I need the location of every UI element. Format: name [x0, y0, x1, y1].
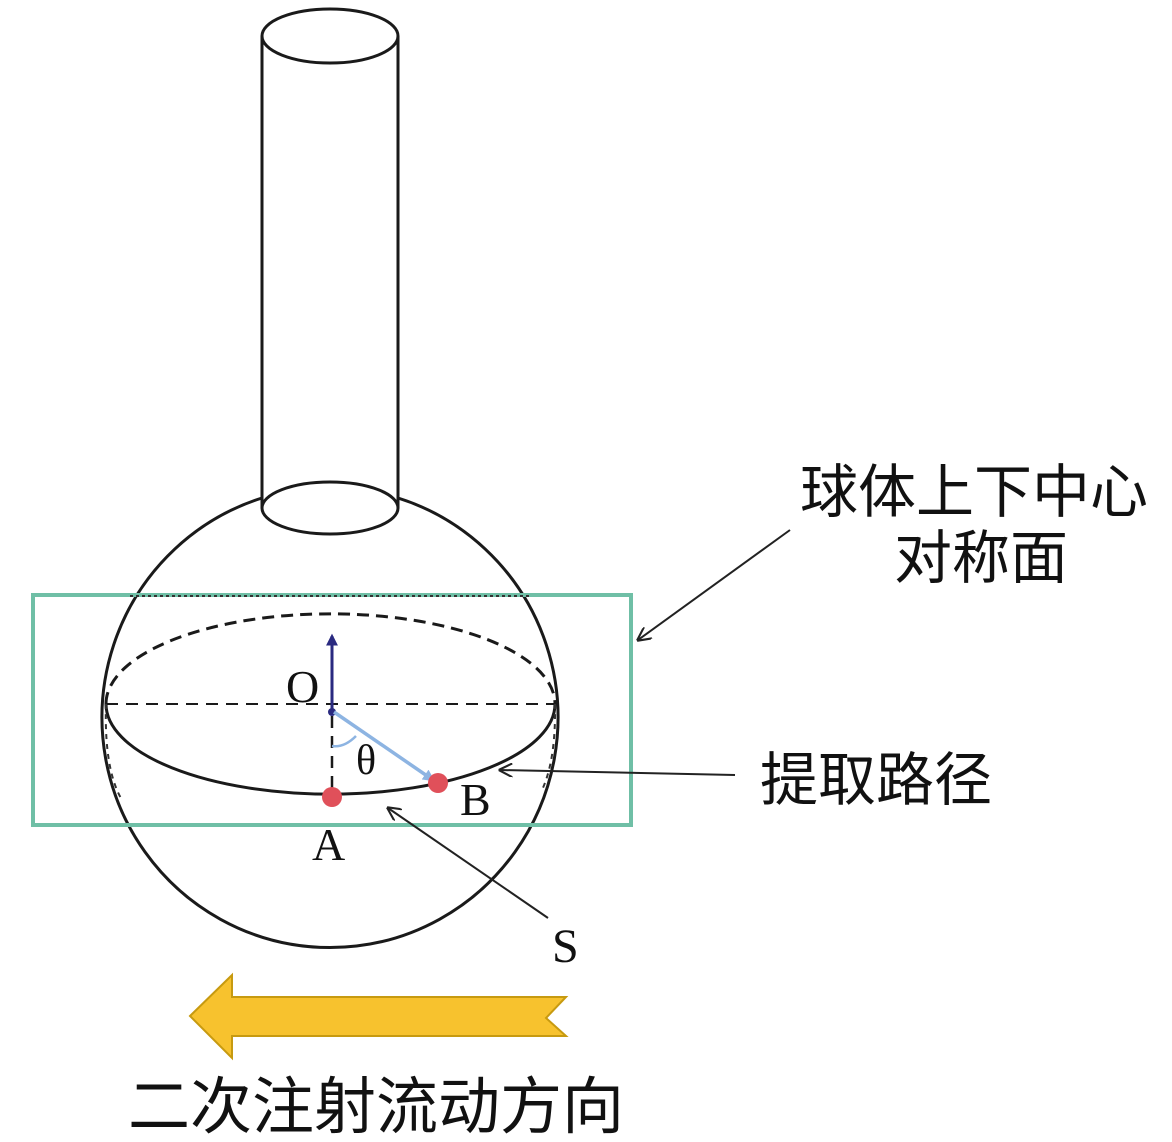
symmetry-plane — [31, 593, 633, 827]
sphere-lower-right-dashed — [541, 703, 557, 791]
leader-s — [388, 808, 549, 919]
label-theta: θ — [356, 738, 376, 784]
label-flow-direction: 二次注射流动方向 — [128, 1070, 624, 1142]
angle-arc — [331, 735, 357, 748]
label-a: A — [312, 819, 345, 870]
left-arrow-outline — [188, 972, 569, 1061]
label-path: 提取路径 — [760, 746, 992, 814]
cylinder-rod — [260, 7, 400, 536]
leader-plane — [638, 529, 791, 640]
label-plane-line1: 球体上下中心 — [800, 458, 1148, 526]
point-marker-a — [322, 787, 342, 807]
sphere — [100, 496, 560, 950]
label-o: O — [286, 661, 319, 712]
label-plane-line2: 对称面 — [894, 524, 1068, 592]
vector-ob — [333, 710, 435, 782]
left-arrow-icon — [190, 975, 566, 1058]
sphere-lower-left-dashed — [104, 703, 123, 801]
label-s: S — [552, 920, 579, 973]
label-b: B — [460, 774, 491, 825]
leader-path — [500, 770, 736, 775]
point-marker-b — [428, 773, 448, 793]
